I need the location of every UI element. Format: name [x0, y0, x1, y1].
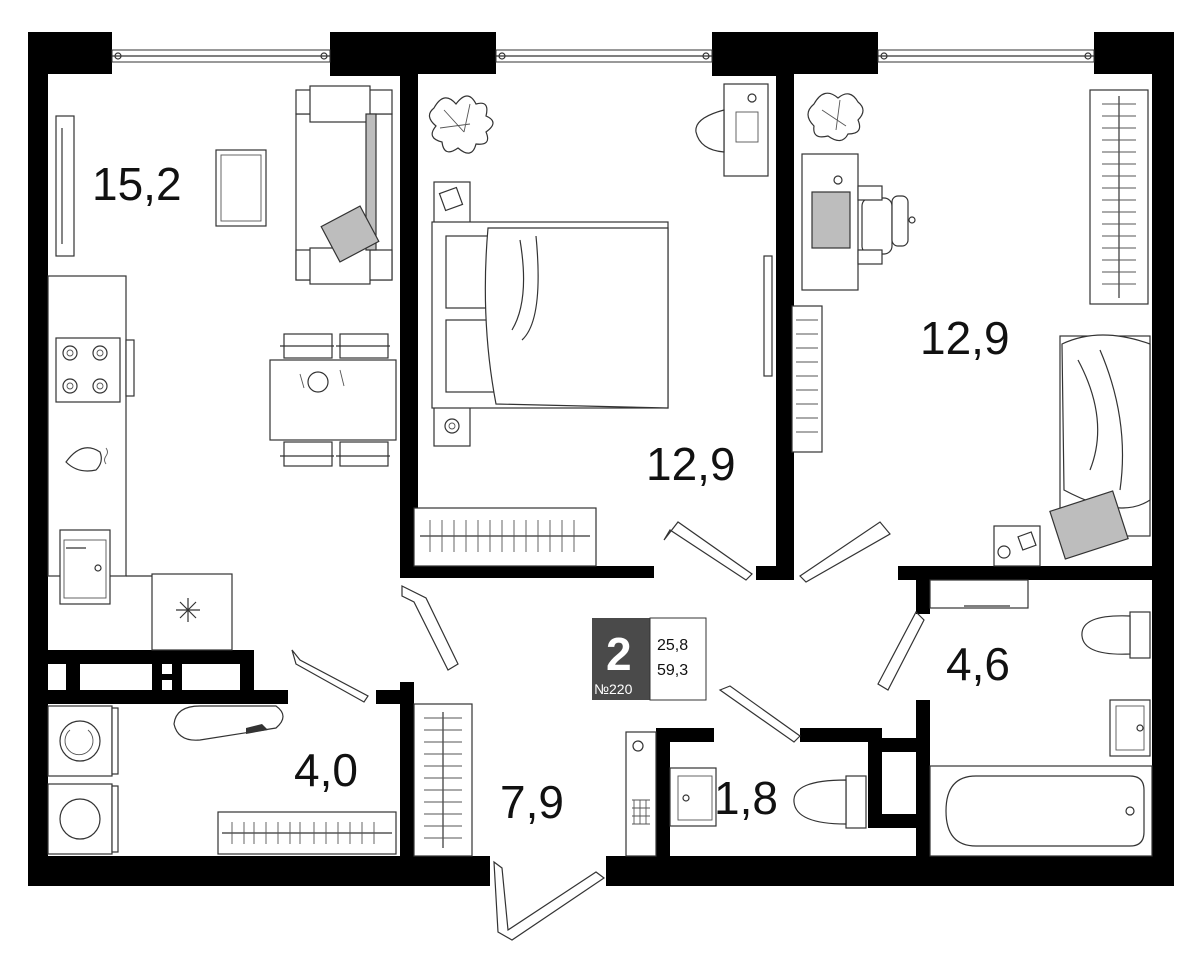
area-bathroom: 4,6: [946, 638, 1010, 690]
area-utility: 4,0: [294, 744, 358, 796]
sink-icon: [669, 767, 717, 827]
nightstand-icon: [433, 181, 471, 225]
rug-icon: [215, 149, 267, 227]
rooms-count-badge: [592, 618, 650, 700]
living-area: 25,8: [657, 637, 688, 654]
kettle-icon: [65, 447, 108, 472]
chair-icon: [857, 185, 916, 265]
stove-icon: [55, 337, 135, 403]
sink-icon: [1109, 699, 1151, 757]
area-bedroom-2: 12,9: [920, 312, 1010, 364]
iron-icon: [173, 705, 284, 741]
wardrobe-icon: [413, 703, 473, 857]
desk-icon: [801, 153, 859, 291]
wardrobe-icon: [217, 811, 397, 855]
door-swing-icon: [877, 611, 925, 691]
door-swing-icon: [493, 860, 606, 941]
rooms-count: 2: [606, 628, 632, 680]
chair-icon: [695, 109, 725, 153]
area-labels: 15,2 12,9 12,9 4,0 7,9 1,8 4,6: [92, 158, 1010, 828]
apartment-number: №220: [594, 681, 633, 697]
cabinet-icon: [929, 579, 1029, 609]
kitchen-counter: [47, 275, 127, 577]
utility-room: [47, 705, 397, 855]
total-area: 59,3: [657, 662, 688, 679]
wardrobe-icon: [1089, 89, 1149, 305]
door-swing-icon: [663, 521, 753, 581]
boiler-icon: [625, 731, 657, 857]
bed-icon: [431, 221, 669, 409]
wardrobe-icon: [413, 507, 597, 567]
desk-icon: [695, 83, 769, 177]
plant-icon: [428, 95, 494, 154]
doors: [291, 521, 925, 941]
window-icon: [495, 49, 713, 63]
dining-table-icon: [269, 333, 397, 467]
bedroom-1: [413, 83, 773, 567]
nightstand-icon: [993, 525, 1041, 567]
door-swing-icon: [291, 649, 369, 703]
bathtub-icon: [929, 765, 1153, 857]
area-bedroom-1: 12,9: [646, 438, 736, 490]
bathroom: [929, 579, 1153, 857]
washer-icon: [47, 783, 119, 855]
washer-icon: [47, 705, 119, 777]
tv-icon: [55, 115, 75, 257]
nightstand-icon: [433, 403, 471, 447]
shelf-icon: [791, 305, 823, 453]
apartment-badge: 2 №220 25,8 59,3: [592, 617, 707, 701]
toilet-icon: [1081, 611, 1151, 659]
door-swing-icon: [799, 521, 891, 583]
plant-icon: [807, 92, 864, 142]
area-hallway: 7,9: [500, 776, 564, 828]
door-swing-icon: [718, 685, 801, 743]
bed-icon: [1049, 334, 1151, 560]
area-toilet: 1,8: [714, 772, 778, 824]
fridge-icon: [151, 573, 233, 651]
area-info-box: [649, 617, 707, 701]
toilet-room: [625, 731, 867, 857]
area-living-kitchen: 15,2: [92, 158, 182, 210]
hallway: [413, 703, 473, 857]
mirror-icon: [763, 255, 773, 377]
toilet-icon: [793, 775, 867, 829]
window-icon: [111, 49, 331, 63]
sink-icon: [59, 529, 111, 605]
windows: [111, 49, 1095, 63]
sofa-icon: [295, 85, 393, 285]
window-icon: [877, 49, 1095, 63]
door-swing-icon: [401, 585, 459, 671]
bedroom-2: [791, 89, 1151, 567]
walls: [28, 32, 1174, 886]
living-kitchen-room: [47, 85, 397, 651]
